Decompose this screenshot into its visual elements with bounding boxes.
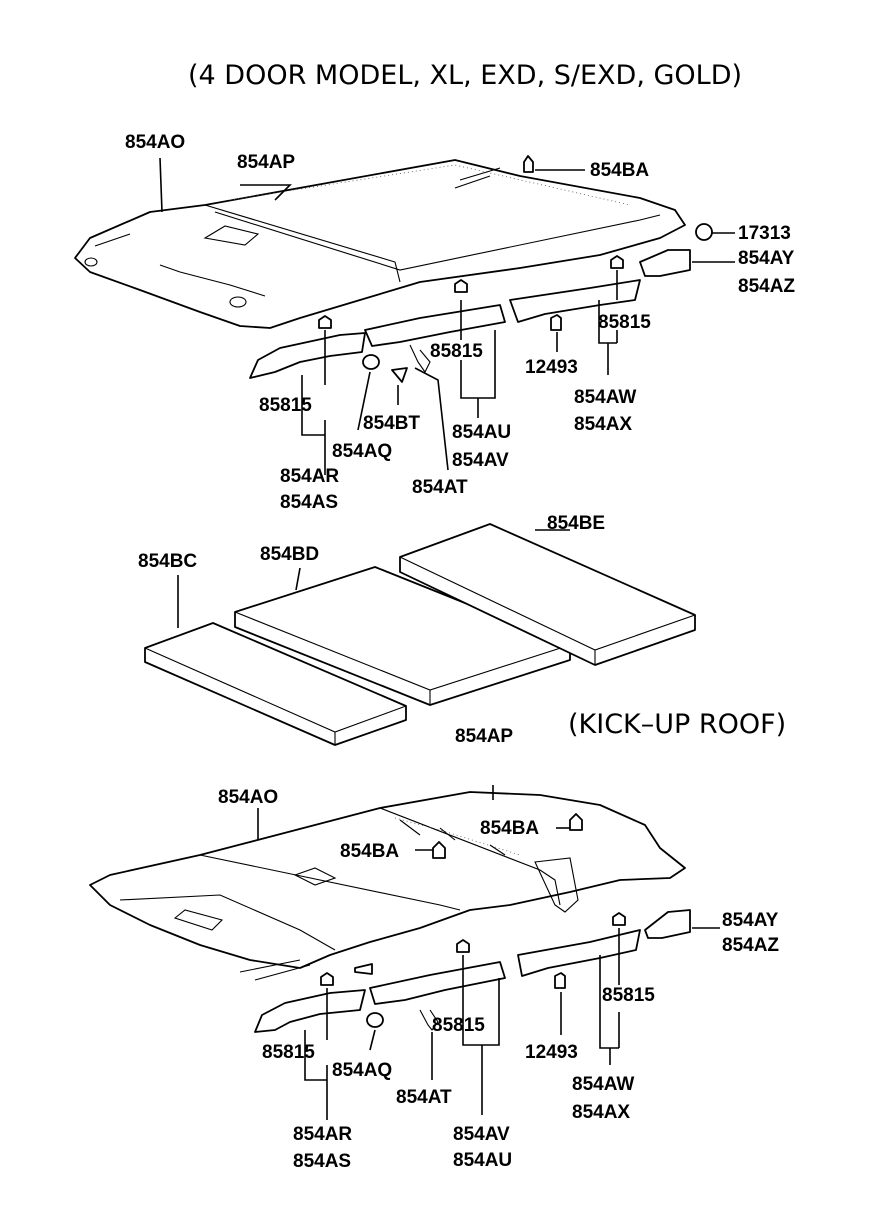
label-lower-854AY: 854AY — [722, 910, 779, 931]
label-upper-854BA: 854BA — [590, 160, 649, 181]
kick-up-roof-note: (KICK–UP ROOF) — [568, 709, 786, 740]
label-lower-854AR: 854AR — [293, 1124, 352, 1145]
pads-leader-lines — [177, 529, 570, 628]
label-upper-854AT: 854AT — [412, 477, 468, 498]
label-upper-854AU: 854AU — [452, 422, 511, 443]
label-upper-854AR: 854AR — [280, 466, 339, 487]
upper-fasteners — [318, 155, 713, 383]
lower-fasteners — [320, 813, 626, 1028]
label-lower-854AS: 854AS — [293, 1151, 351, 1172]
label-lower-854AU: 854AU — [453, 1150, 512, 1171]
label-lower-854AQ: 854AQ — [332, 1060, 392, 1081]
lower-leader-lines — [257, 785, 720, 1120]
label-lower-854AO: 854AO — [218, 787, 278, 808]
label-upper-854AS: 854AS — [280, 492, 338, 513]
label-upper-85815-left: 85815 — [259, 395, 312, 416]
label-upper-854AW: 854AW — [574, 387, 636, 408]
upper-leader-lines — [159, 157, 735, 475]
label-lower-854BA-center: 854BA — [340, 841, 399, 862]
upper-headlining-drawing — [74, 159, 686, 329]
label-pad-854BC: 854BC — [138, 551, 197, 572]
upper-side-rails — [249, 249, 691, 379]
label-upper-854AO: 854AO — [125, 132, 185, 153]
label-lower-854AZ: 854AZ — [722, 935, 779, 956]
label-lower-854AW: 854AW — [572, 1074, 634, 1095]
lower-headlining-drawing — [89, 791, 686, 981]
label-lower-12493: 12493 — [525, 1042, 578, 1063]
label-lower-85815-center: 85815 — [432, 1015, 485, 1036]
label-upper-12493: 12493 — [525, 357, 578, 378]
label-lower-85815-right: 85815 — [602, 985, 655, 1006]
label-lower-85815-left: 85815 — [262, 1042, 315, 1063]
label-upper-854AX: 854AX — [574, 414, 632, 435]
label-upper-85815-right: 85815 — [598, 312, 651, 333]
label-upper-854AV: 854AV — [452, 450, 509, 471]
label-upper-85815-center: 85815 — [430, 341, 483, 362]
label-upper-854AZ: 854AZ — [738, 276, 795, 297]
pads-drawing — [144, 523, 696, 746]
label-upper-854AY: 854AY — [738, 248, 795, 269]
label-lower-854BA-right: 854BA — [480, 818, 539, 839]
label-lower-854AP: 854AP — [455, 726, 513, 747]
label-lower-854AT: 854AT — [396, 1087, 452, 1108]
label-upper-17313: 17313 — [738, 223, 791, 244]
label-upper-854AQ: 854AQ — [332, 441, 392, 462]
lower-side-rails — [254, 909, 691, 1033]
label-lower-854AV: 854AV — [453, 1124, 510, 1145]
label-lower-854AX: 854AX — [572, 1102, 630, 1123]
label-pad-854BD: 854BD — [260, 544, 319, 565]
label-upper-854AP: 854AP — [237, 152, 295, 173]
label-upper-854BT: 854BT — [363, 413, 420, 434]
label-pad-854BE: 854BE — [547, 513, 605, 534]
model-note: (4 DOOR MODEL, XL, EXD, S/EXD, GOLD) — [188, 60, 742, 91]
